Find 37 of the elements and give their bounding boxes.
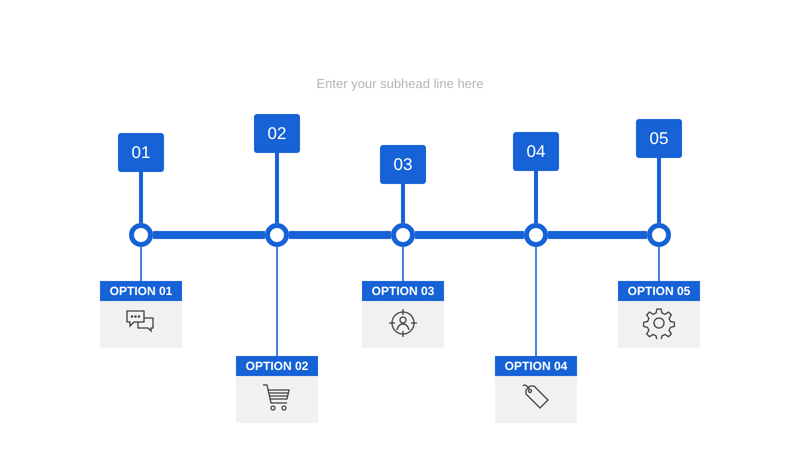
timeline-line xyxy=(548,231,647,239)
option-card xyxy=(618,281,700,348)
option-title: OPTION 04 xyxy=(495,356,577,376)
timeline-line xyxy=(289,231,391,239)
connector-line xyxy=(275,153,279,223)
step-number-tag: 04 xyxy=(513,132,559,171)
timeline-node-circle xyxy=(524,223,548,247)
step-number-tag: 01 xyxy=(118,133,164,172)
gear-icon xyxy=(643,307,675,339)
step-number-tag: 03 xyxy=(380,145,426,184)
option-card xyxy=(495,356,577,423)
timeline-node-circle xyxy=(265,223,289,247)
timeline-line xyxy=(153,231,265,239)
option-title: OPTION 01 xyxy=(100,281,182,301)
option-card xyxy=(236,356,318,423)
step-number-tag: 02 xyxy=(254,114,300,153)
timeline-node-circle xyxy=(647,223,671,247)
timeline-node-circle xyxy=(129,223,153,247)
connector-line xyxy=(658,247,660,281)
timeline-line xyxy=(415,231,524,239)
connector-line xyxy=(401,184,405,223)
option-card xyxy=(362,281,444,348)
connector-line xyxy=(276,247,278,356)
connector-line xyxy=(402,247,404,281)
option-title: OPTION 02 xyxy=(236,356,318,376)
step-number-tag: 05 xyxy=(636,119,682,158)
timeline-node-circle xyxy=(391,223,415,247)
connector-line xyxy=(534,171,538,223)
option-card xyxy=(100,281,182,348)
connector-line xyxy=(139,172,143,223)
option-title: OPTION 05 xyxy=(618,281,700,301)
user-target-icon xyxy=(387,307,419,339)
subhead-text: Enter your subhead line here xyxy=(316,76,484,91)
connector-line xyxy=(657,158,661,223)
connector-line xyxy=(535,247,537,356)
connector-line xyxy=(140,247,142,281)
option-title: OPTION 03 xyxy=(362,281,444,301)
